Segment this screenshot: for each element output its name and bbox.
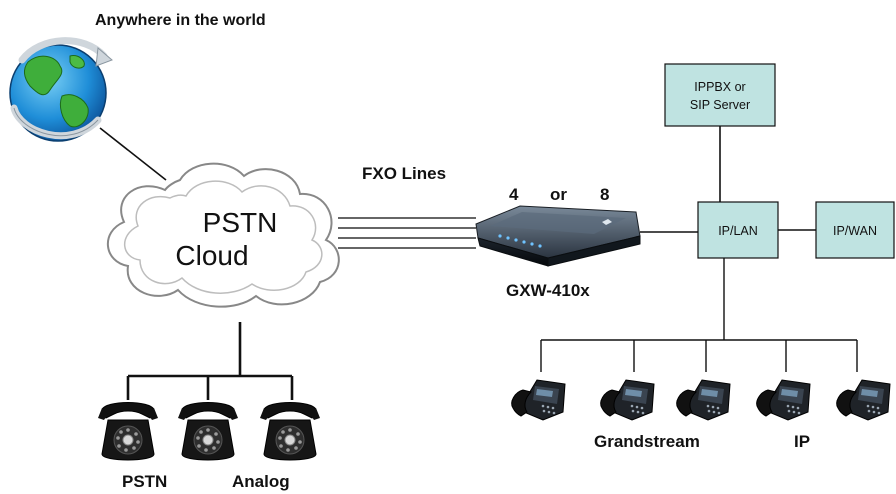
rotary-phone-icon — [178, 402, 238, 461]
bottom-right-label-b: IP — [794, 432, 810, 451]
fxo-lines — [338, 217, 476, 249]
wan-box — [815, 201, 895, 259]
port-count-b: 8 — [600, 185, 609, 204]
bottom-left-label-a: PSTN — [122, 472, 167, 491]
rotary-phone-icon — [260, 402, 320, 461]
ip-phone-bus — [540, 258, 858, 372]
rotary-phone-icon — [98, 402, 158, 461]
port-count-a: 4 — [509, 185, 519, 204]
top-caption: Anywhere in the world — [95, 12, 266, 29]
port-or-label: or — [550, 185, 567, 204]
ip-phone-icon — [600, 379, 655, 421]
bottom-right-label-a: Grandstream — [594, 432, 700, 451]
fxo-label: FXO Lines — [362, 164, 446, 183]
ippbx-box — [664, 63, 776, 127]
ippbx-label-line1: IPPBX or — [694, 80, 745, 94]
ip-phone-icon — [511, 379, 566, 421]
gateway-device-icon — [475, 205, 641, 267]
cloud-label-line2: Cloud — [175, 240, 248, 271]
ippbx-label-line2: SIP Server — [690, 98, 750, 112]
globe-cloud-link — [99, 127, 167, 181]
cloud-label-line1: PSTN — [203, 207, 278, 238]
cloud-icon: PSTN Cloud — [106, 162, 340, 308]
lan-label: IP/LAN — [718, 224, 758, 238]
ip-phone-icon — [676, 379, 731, 421]
ip-phone-icon — [836, 379, 891, 421]
globe-icon — [9, 37, 113, 142]
ip-phone-icon — [756, 379, 811, 421]
pstn-phone-bus — [126, 322, 294, 400]
wan-label: IP/WAN — [833, 224, 877, 238]
bottom-left-label-b: Analog — [232, 472, 290, 491]
gateway-label: GXW-410x — [506, 281, 590, 300]
